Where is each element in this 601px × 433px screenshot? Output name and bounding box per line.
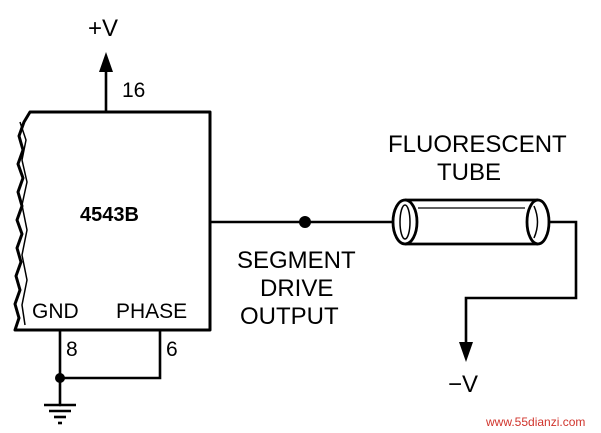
negative-supply-wire — [464, 220, 578, 344]
negative-supply-arrow-icon — [459, 342, 473, 362]
watermark-text: www.55dianzi.com — [485, 415, 585, 429]
output-label-line1: SEGMENT — [237, 247, 356, 274]
vdd-arrow-icon — [99, 52, 113, 72]
tube-label-line1: FLUORESCENT — [388, 131, 567, 158]
pin-gnd-label: GND — [32, 300, 79, 323]
fluorescent-tube-icon — [391, 198, 551, 246]
pin-vdd-number: 16 — [122, 79, 145, 102]
pin-gnd-number: 8 — [66, 338, 78, 361]
ic-torn-edge-shading — [19, 121, 28, 326]
tube-label-line2: TUBE — [437, 159, 501, 186]
output-label-line2: DRIVE — [260, 275, 333, 302]
ic-part-number: 4543B — [80, 204, 139, 226]
pin-phase-number: 6 — [166, 338, 178, 361]
ground-symbol-icon — [44, 403, 76, 425]
output-label-line3: OUTPUT — [240, 303, 339, 330]
output-node-dot — [299, 216, 311, 228]
negative-supply-label: −V — [448, 371, 478, 398]
pin-phase-label: PHASE — [116, 300, 187, 323]
phase-pin-lead — [58, 328, 162, 380]
ground-junction-dot — [55, 373, 65, 383]
positive-supply-label: +V — [88, 15, 118, 42]
ic-body — [13, 110, 212, 332]
